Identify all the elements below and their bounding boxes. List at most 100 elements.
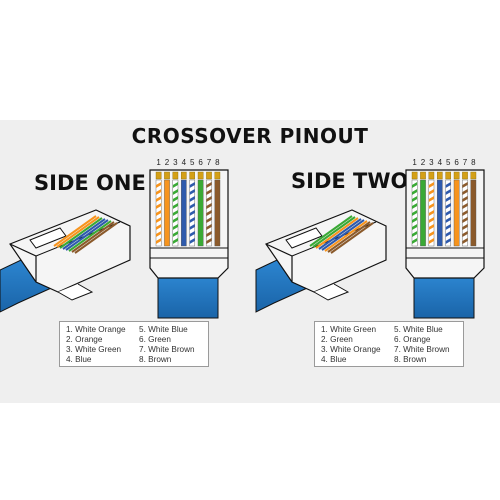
wire-6 [197,179,204,247]
legend-item: 6. Green [139,335,171,344]
wire-stripe [206,217,212,223]
wire-stripe [156,182,162,188]
pin-number-label: 6 [454,158,459,167]
wire-stripe [172,238,178,244]
wire-4 [180,179,187,247]
pin-number-label: 1 [412,158,417,167]
wire-stripe [412,210,418,216]
pin-number-label: 5 [446,158,451,167]
wire-stripe [428,189,434,195]
wire-stripe [156,203,162,209]
wire-stripe [156,224,162,230]
wire-stripe [156,189,162,195]
contact-pin [445,171,452,180]
wire-stripe [172,182,178,188]
wire-stripe [412,238,418,244]
contact-pin [420,171,426,180]
wire-stripe [445,224,451,230]
page-title: CROSSOVER PINOUT [131,124,369,148]
wire-stripe [428,196,434,202]
pin-number-label: 5 [190,158,195,167]
wire-stripe [428,217,434,223]
wire-stripe [206,196,212,202]
legend-item: 4. Blue [321,355,347,364]
legend-item: 7. White Brown [394,345,450,354]
pin-number-label: 7 [207,158,212,167]
wire-stripe [462,238,468,244]
wire-stripe [189,189,195,195]
contact-pin [462,171,468,180]
contact-pin [470,171,477,180]
wire-stripe [462,210,468,216]
pin-number-label: 4 [182,158,187,167]
legend-item: 6. Orange [394,335,431,344]
contact-pin [214,171,221,180]
wire-6 [453,179,460,247]
contact-pin [164,171,170,180]
wire-stripe [462,196,468,202]
wire-stripe [428,182,434,188]
wire-stripe [445,231,451,237]
wire-stripe [172,189,178,195]
wire-stripe [445,238,451,244]
wire-stripe [156,238,162,244]
wire-stripe [189,182,195,188]
wire-stripe [462,224,468,230]
wire-stripe [206,189,212,195]
wire-2 [420,179,426,247]
wire-stripe [172,224,178,230]
wire-8 [470,179,477,247]
side-two-label: SIDE TWO [291,169,409,193]
wire-stripe [172,217,178,223]
wire-stripe [462,182,468,188]
legend-item: 2. Green [321,335,353,344]
wire-stripe [172,196,178,202]
wire-stripe [445,210,451,216]
wire-stripe [412,224,418,230]
contact-pin [453,171,460,180]
legend-item: 1. White Green [321,325,377,334]
wire-stripe [172,210,178,216]
wire-stripe [462,217,468,223]
side-one-label: SIDE ONE [34,171,146,195]
legend-item: 5. White Blue [139,325,188,334]
wire-stripe [156,196,162,202]
wire-stripe [412,182,418,188]
wire-stripe [206,238,212,244]
wire-stripe [445,189,451,195]
side-one-angled-wires [53,215,118,254]
pin-number-label: 8 [215,158,220,167]
pin-number-label: 3 [173,158,178,167]
wire-stripe [428,210,434,216]
wire-stripe [462,203,468,209]
wire-stripe [189,196,195,202]
legend-item: 8. Brown [139,355,172,364]
wire-stripe [156,231,162,237]
wire-stripe [206,203,212,209]
contact-pin [197,171,204,180]
wire-stripe [172,231,178,237]
side-two-connector-angled [255,209,387,313]
legend-item: 3. White Orange [321,345,381,354]
wire-stripe [412,189,418,195]
legend-item: 1. White Orange [66,325,126,334]
wire-4 [437,179,443,247]
legend-item: 8. Brown [394,355,427,364]
wire-stripe [189,210,195,216]
wire-stripe [156,217,162,223]
legend-item: 4. Blue [66,355,92,364]
wire-stripe [445,196,451,202]
contact-pin [428,171,435,180]
contact-pin [180,171,187,180]
wire-stripe [412,217,418,223]
side-two-angled-wires [309,215,374,254]
wire-stripe [206,231,212,237]
wire-stripe [462,231,468,237]
side-one-connector-angled [0,209,131,313]
pin-number-label: 7 [463,158,468,167]
wire-stripe [206,182,212,188]
wire-stripe [189,203,195,209]
wire-stripe [428,224,434,230]
